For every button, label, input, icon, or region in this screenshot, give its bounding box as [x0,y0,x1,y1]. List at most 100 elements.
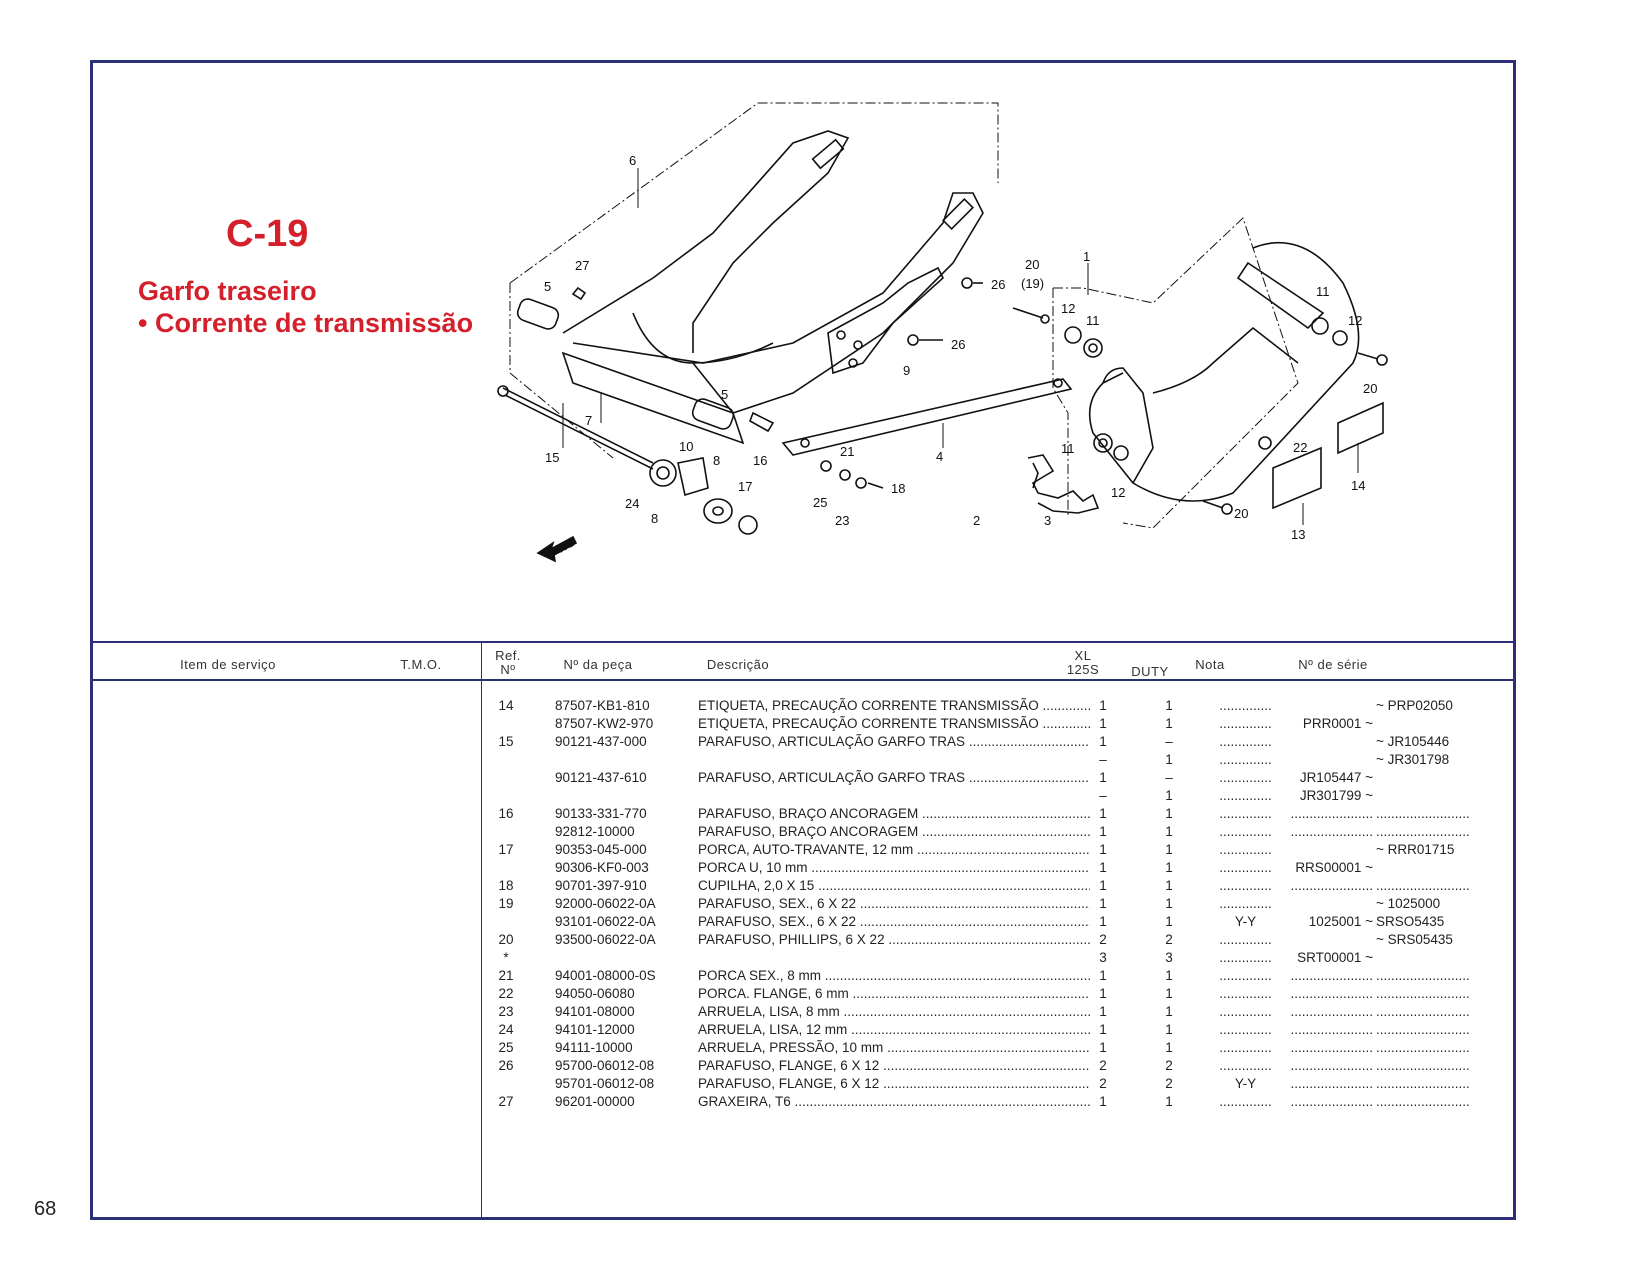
nota-cell: .............. [1219,716,1272,731]
nota-cell: .............. [1219,896,1272,911]
nota-cell: .............. [1219,932,1272,947]
part-number-cell: 90701-397-910 [555,878,647,893]
description-cell: PARAFUSO, BRAÇO ANCORAGEM [698,805,1090,823]
callout-label: 7 [585,413,592,428]
section-subtitle: • Corrente de transmissão [138,308,474,338]
duty-qty-cell: 1 [1165,752,1173,767]
parts-catalog-frame: 6 27 5 26 20 (19) 1 12 11 11 12 26 9 20 … [90,60,1516,1220]
header-ref-line2: Nº [500,662,516,677]
duty-qty-cell: 2 [1165,1076,1173,1091]
header-xl-line1: XL [1074,648,1092,663]
serial-from-cell: ...................... [1290,1022,1373,1037]
xl-qty-cell: 1 [1099,1004,1107,1019]
description-cell: ARRUELA, LISA, 12 mm [698,1021,1090,1039]
part-number-cell: 90306-KF0-003 [555,860,649,875]
callout-label: 13 [1291,527,1305,542]
xl-qty-cell: 2 [1099,932,1107,947]
serial-to-cell: ~ JR301798 [1376,752,1450,767]
xl-qty-cell: – [1099,788,1107,803]
xl-qty-cell: 1 [1099,878,1107,893]
column-divider [481,642,482,1220]
part-number-cell: 93101-06022-0A [555,914,656,929]
callout-label: 17 [738,479,752,494]
serial-to-cell: ~ 1025000 [1376,896,1441,911]
part-number-cell: 94050-06080 [555,986,635,1001]
header-serial-number: Nº de série [1298,657,1368,672]
xl-qty-cell: 2 [1099,1058,1107,1073]
exploded-diagram: 6 27 5 26 20 (19) 1 12 11 11 12 26 9 20 … [93,63,1513,643]
ref-cell: 20 [498,932,514,947]
serial-to-cell: ......................... [1376,806,1470,821]
description-cell: PORCA U, 10 mm [698,859,1090,877]
serial-from-cell: JR301799 ~ [1299,788,1373,803]
xl-qty-cell: 1 [1099,716,1107,731]
serial-from-cell: PRR0001 ~ [1302,716,1373,731]
header-ref-line1: Ref. [495,648,521,663]
description-cell: PARAFUSO, SEX., 6 X 22 [698,913,1090,931]
xl-qty-cell: 1 [1099,698,1107,713]
xl-qty-cell: 1 [1099,806,1107,821]
serial-to-cell: ......................... [1376,1022,1470,1037]
callout-label: 25 [813,495,827,510]
exploded-diagram-drawing: 6 27 5 26 20 (19) 1 12 11 11 12 26 9 20 … [497,102,1388,563]
page-number: 68 [34,1198,57,1220]
duty-qty-cell: 1 [1165,896,1173,911]
nota-cell: .............. [1219,968,1272,983]
serial-to-cell: ~ RRR01715 [1376,842,1455,857]
serial-from-cell: RRS00001 ~ [1295,860,1373,875]
nota-cell: .............. [1219,806,1272,821]
ref-cell: 14 [498,698,514,713]
callout-label: 2 [973,513,980,528]
callout-label: 20 [1363,381,1377,396]
duty-qty-cell: 2 [1165,932,1173,947]
callout-label: 22 [1293,440,1307,455]
part-number-cell: 90121-437-000 [555,734,647,749]
ref-cell: 19 [498,896,514,911]
serial-to-cell: ~ SRS05435 [1376,932,1453,947]
serial-to-cell: ......................... [1376,1040,1470,1055]
serial-from-cell: ...................... [1290,1058,1373,1073]
table-row: –1..............~ JR301798 [483,751,1513,769]
nota-cell: .............. [1219,734,1272,749]
xl-qty-cell: 1 [1099,1040,1107,1055]
duty-qty-cell: 1 [1165,806,1173,821]
duty-qty-cell: 3 [1165,950,1173,965]
duty-qty-cell: 1 [1165,788,1173,803]
callout-label: 11 [1086,313,1100,328]
ref-cell: 24 [498,1022,514,1037]
ref-cell: 27 [498,1094,514,1109]
callout-label: 14 [1351,478,1365,493]
duty-qty-cell: 1 [1165,824,1173,839]
serial-from-cell: SRT00001 ~ [1297,950,1373,965]
xl-qty-cell: 1 [1099,842,1107,857]
xl-qty-cell: 1 [1099,734,1107,749]
description-cell: PARAFUSO, PHILLIPS, 6 X 22 [698,931,1090,949]
duty-qty-cell: – [1165,770,1173,785]
nota-cell: .............. [1219,1094,1272,1109]
xl-qty-cell: 1 [1099,1094,1107,1109]
callout-label: 26 [951,337,965,352]
nota-cell: .............. [1219,1040,1272,1055]
serial-from-cell: ...................... [1290,1004,1373,1019]
serial-to-cell: ......................... [1376,986,1470,1001]
ref-cell: 25 [498,1040,514,1055]
serial-from-cell: ...................... [1290,1076,1373,1091]
part-number-cell: 96201-00000 [555,1094,635,1109]
header-item-servico: Item de serviço [180,657,276,672]
callout-label: 11 [1316,284,1330,299]
part-number-cell: 95700-06012-08 [555,1058,655,1073]
header-xl-line2: 125S [1066,662,1100,677]
callout-label: 26 [991,277,1005,292]
part-number-cell: 94101-12000 [555,1022,635,1037]
duty-qty-cell: 1 [1165,716,1173,731]
callout-label: 23 [835,513,849,528]
duty-qty-cell: 1 [1165,1004,1173,1019]
header-tmo: T.M.O. [400,657,442,672]
header-xl-125s: XL 125S [1053,649,1113,677]
